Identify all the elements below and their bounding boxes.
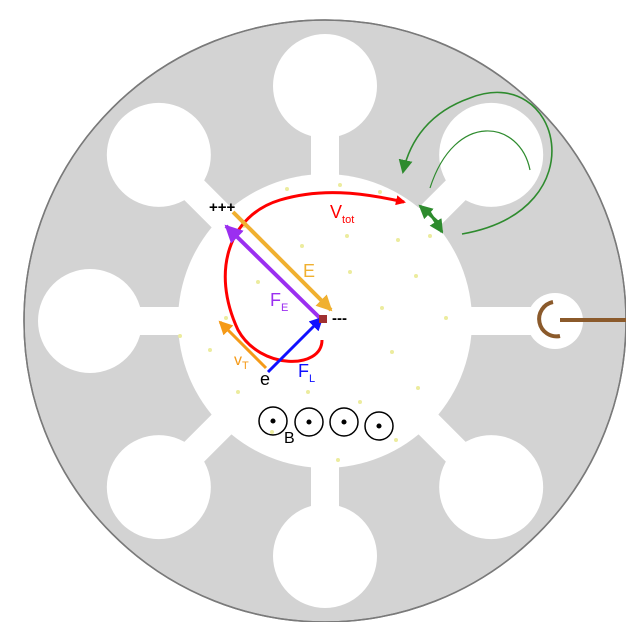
electron-marker — [319, 315, 327, 323]
f-l-label: FL — [298, 361, 315, 385]
b-field-label: B — [284, 430, 295, 447]
v-t-arrow — [218, 320, 268, 370]
green-arc-inner — [429, 130, 531, 189]
v-tot-label: Vtot — [330, 202, 354, 226]
v-t-label: vT — [234, 352, 249, 372]
dot-in-circle-icon — [294, 407, 324, 437]
minus-charge-label: --- — [332, 310, 347, 327]
rf-field-arrows — [398, 91, 553, 235]
electron-label: e — [260, 369, 270, 389]
b-field-symbols — [258, 406, 394, 441]
coupling-loop-icon — [537, 300, 626, 339]
e-field-arrow — [231, 210, 333, 312]
space-charge-dots — [178, 183, 448, 462]
f-e-label: FE — [270, 290, 288, 314]
dot-in-circle-icon — [258, 406, 288, 436]
dot-in-circle-icon — [364, 411, 394, 441]
dot-in-circle-icon — [329, 407, 359, 437]
f-l-arrow — [266, 316, 324, 374]
e-field-label: E — [303, 261, 315, 281]
plus-charge-label: +++ — [209, 199, 236, 216]
electron-trajectory — [223, 191, 406, 363]
green-gap-arrow-2 — [418, 204, 442, 226]
green-arc-outer — [398, 91, 553, 235]
anode-outer-edge — [23, 19, 626, 622]
f-e-arrow — [224, 224, 324, 322]
